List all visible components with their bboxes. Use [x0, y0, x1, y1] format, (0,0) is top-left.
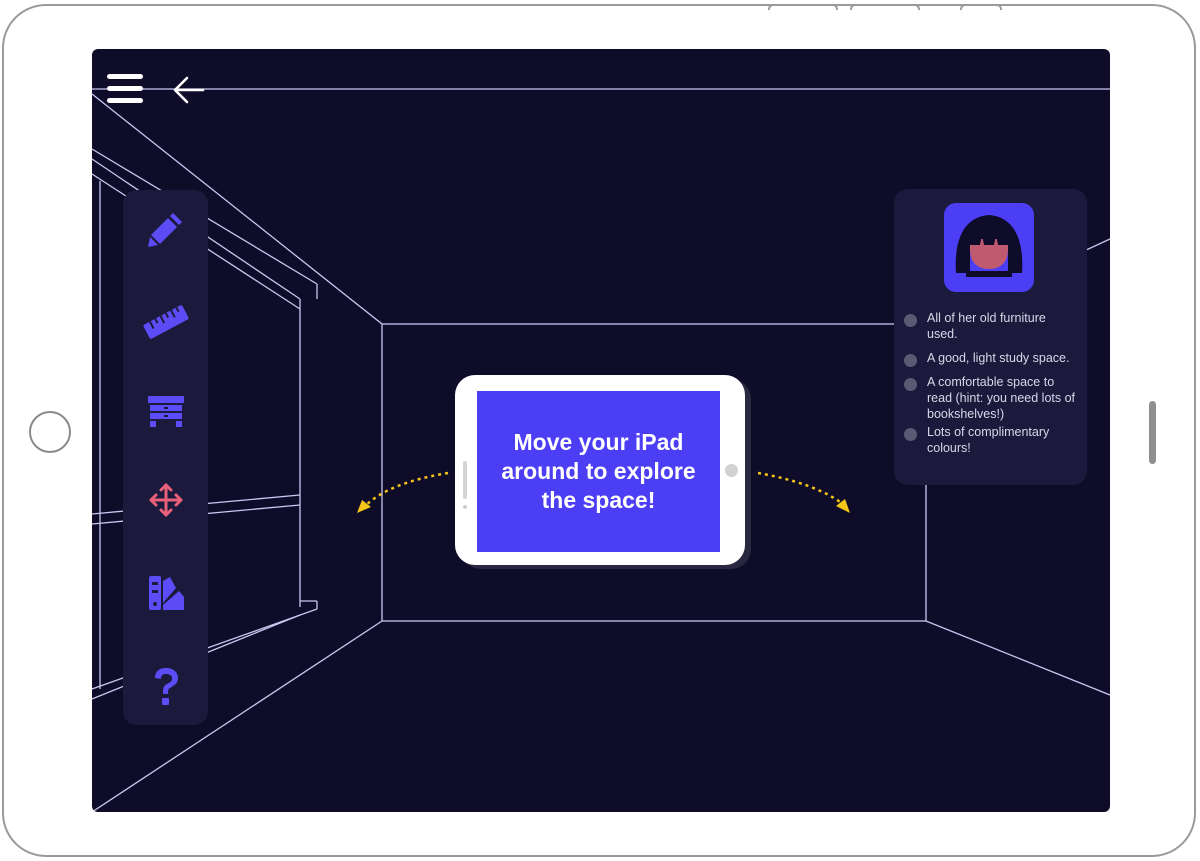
bullet-dot-icon — [904, 428, 917, 441]
client-brief-panel: All of her old furniture used. A good, l… — [894, 189, 1087, 485]
explore-instruction-text: Move your iPad around to explore the spa… — [501, 429, 696, 513]
client-avatar-icon[interactable] — [944, 203, 1034, 292]
volume-button — [850, 4, 920, 10]
power-button — [960, 4, 1002, 10]
bullet-dot-icon — [904, 314, 917, 327]
bullet-dot-icon — [904, 378, 917, 391]
requirement-text: All of her old furniture used. — [927, 311, 1046, 341]
requirement-text: A comfortable space to read (hint: you n… — [927, 375, 1076, 421]
list-item[interactable]: Lots of complimentary colours! — [894, 424, 1087, 456]
hamburger-menu-icon[interactable] — [107, 74, 143, 106]
list-item[interactable]: A comfortable space to read (hint: you n… — [894, 374, 1087, 422]
requirements-list: All of her old furniture used. A good, l… — [894, 310, 1087, 464]
device-side-button — [1149, 401, 1156, 464]
furniture-tool-button[interactable] — [141, 386, 191, 436]
colour-swatch-icon — [149, 576, 184, 610]
move-arrows-icon — [149, 483, 183, 517]
device-home-button[interactable] — [29, 411, 71, 453]
ruler-icon — [143, 305, 189, 339]
list-item[interactable]: A good, light study space. — [894, 350, 1087, 367]
requirement-text: Lots of complimentary colours! — [927, 425, 1050, 455]
tablet-camera — [463, 505, 467, 509]
requirement-text: A good, light study space. — [927, 351, 1070, 365]
colour-palette-tool-button[interactable] — [141, 568, 191, 618]
tablet-speaker — [463, 461, 467, 499]
bullet-dot-icon — [904, 354, 917, 367]
app-screen: Move your iPad around to explore the spa… — [92, 49, 1110, 812]
help-button[interactable] — [141, 662, 191, 712]
prompt-screen: Move your iPad around to explore the spa… — [477, 391, 720, 552]
list-item[interactable]: All of her old furniture used. — [894, 310, 1087, 342]
back-arrow-icon[interactable] — [172, 73, 206, 107]
dresser-icon — [148, 396, 184, 427]
volume-button — [768, 4, 838, 10]
explore-prompt-tablet: Move your iPad around to explore the spa… — [455, 375, 745, 565]
ruler-tool-button[interactable] — [141, 297, 191, 347]
pencil-tool-button[interactable] — [141, 204, 191, 254]
help-question-icon — [155, 668, 178, 705]
pencil-icon — [148, 213, 182, 247]
move-tool-button[interactable] — [141, 475, 191, 525]
tablet-home-button — [725, 464, 738, 477]
tool-sidebar — [123, 190, 208, 725]
